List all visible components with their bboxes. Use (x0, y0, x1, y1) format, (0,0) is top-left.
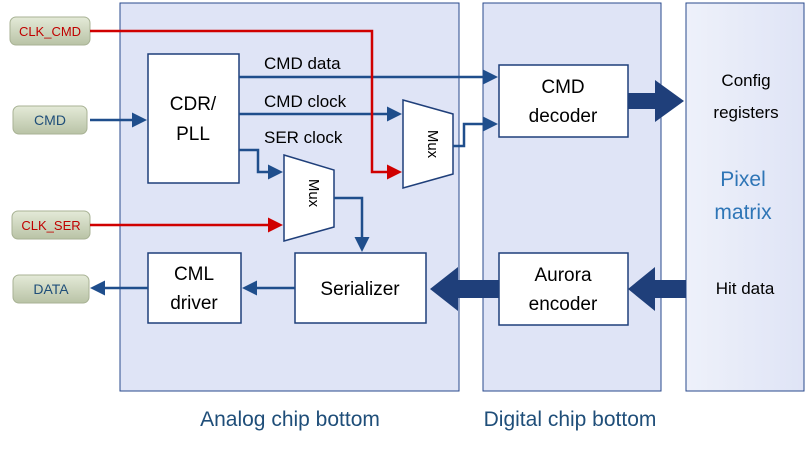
cmd-decoder-line1: CMD (541, 77, 584, 98)
pin-data-label: DATA (33, 281, 69, 297)
ser-clock-label: SER clock (264, 128, 343, 147)
config-label-line1: Config (721, 71, 770, 90)
pin-clk-ser-label: CLK_SER (21, 218, 80, 233)
cdr-pll-block: CDR/ PLL (147, 53, 240, 184)
serializer-label: Serializer (320, 279, 400, 300)
pin-clk-cmd: CLK_CMD (9, 16, 91, 46)
cdr-pll-line1: CDR/ (170, 94, 217, 115)
cmd-decoder-line2: decoder (529, 106, 598, 127)
hit-data-to-aurora-arrow (628, 267, 686, 311)
wire-mux-to-decoder (453, 116, 498, 148)
aurora-encoder-line1: Aurora (534, 265, 591, 286)
cmd-clock-label: CMD clock (264, 92, 347, 111)
digital-region-label: Digital chip bottom (484, 408, 657, 431)
wire-clk-cmd (90, 29, 402, 180)
aurora-encoder-line2: encoder (529, 294, 598, 315)
cml-driver-line2: driver (170, 293, 218, 314)
cml-driver-block: CML driver (147, 252, 242, 324)
aurora-to-serializer-arrow (430, 267, 499, 311)
decoder-to-config-arrow (628, 80, 684, 122)
pin-clk-ser: CLK_SER (11, 210, 91, 240)
digital-chip-region (482, 2, 662, 392)
mux-top-label: Mux (424, 130, 441, 159)
config-label-line2: registers (713, 103, 778, 122)
pixel-label-line2: matrix (714, 201, 772, 224)
wire-mux-to-serializer (334, 196, 370, 252)
mux-top: Mux (402, 99, 454, 189)
aurora-encoder-block: Aurora encoder (498, 252, 629, 326)
mux-bottom: Mux (283, 153, 335, 242)
hit-data-label: Hit data (716, 279, 775, 298)
pin-data: DATA (12, 274, 90, 304)
analog-region-label: Analog chip bottom (200, 408, 380, 431)
wire-ser-clock (239, 148, 283, 180)
cmd-data-label: CMD data (264, 54, 341, 73)
cdr-pll-line2: PLL (176, 124, 210, 145)
pin-cmd: CMD (12, 105, 88, 135)
pixel-matrix-region (685, 2, 805, 392)
mux-bottom-label: Mux (305, 179, 322, 208)
cml-driver-line1: CML (174, 264, 214, 285)
serializer-block: Serializer (294, 252, 427, 324)
pin-clk-cmd-label: CLK_CMD (19, 24, 81, 39)
pixel-label-line1: Pixel (720, 168, 766, 191)
cmd-decoder-block: CMD decoder (498, 64, 629, 138)
pin-cmd-label: CMD (34, 112, 66, 128)
